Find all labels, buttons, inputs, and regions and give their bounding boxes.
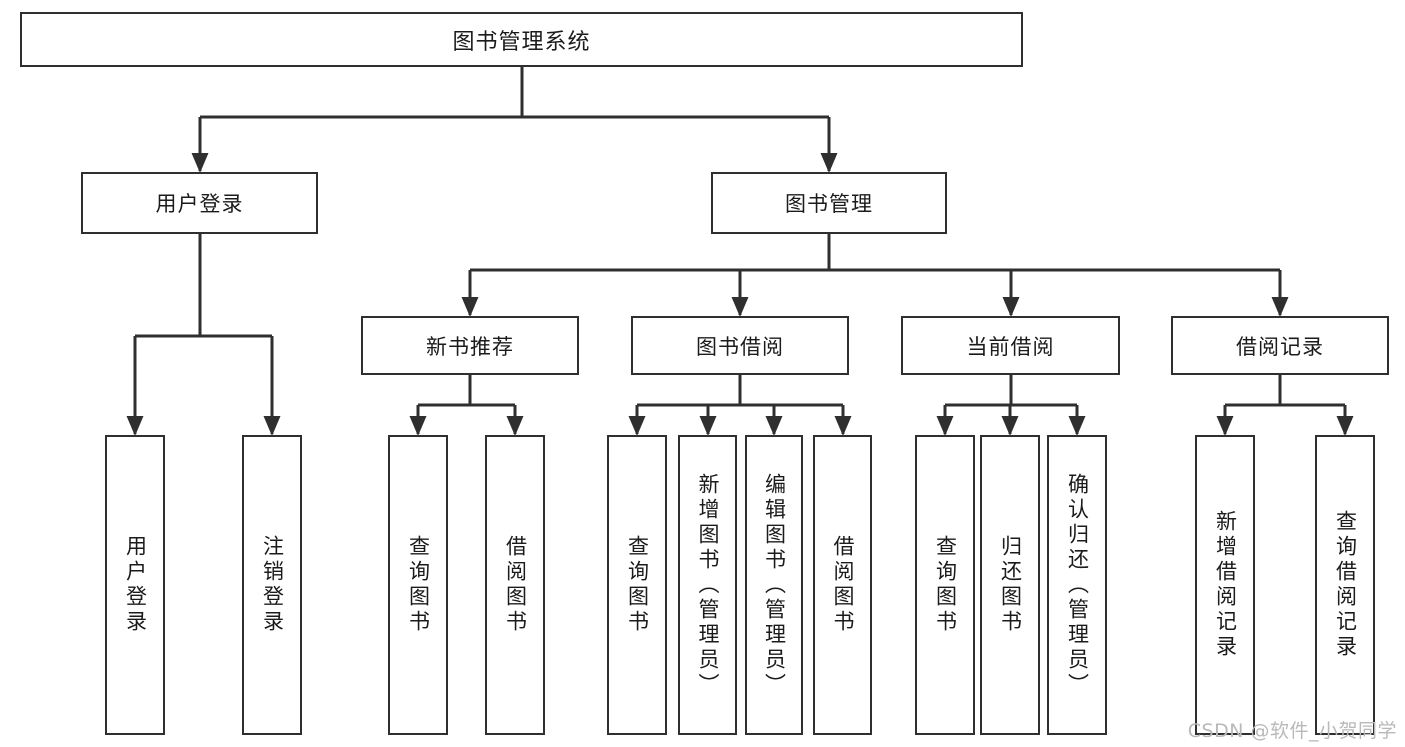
node-records: 借阅记录 bbox=[1171, 316, 1389, 375]
node-nb-borrow: 借阅图书 bbox=[485, 435, 545, 735]
arrow-nb-query bbox=[409, 416, 427, 436]
node-label: 图书管理系统 bbox=[452, 29, 591, 55]
node-login-in: 用户登录 bbox=[105, 435, 165, 735]
arrow-bw-add bbox=[699, 416, 717, 436]
node-root: 图书管理系统 bbox=[20, 12, 1023, 67]
node-cur-return: 归还图书 bbox=[980, 435, 1040, 735]
arrow-login bbox=[191, 153, 209, 173]
node-label: 注销登录 bbox=[260, 535, 285, 635]
node-label: 查询图书 bbox=[406, 535, 431, 635]
node-label: 新增图书（管理员） bbox=[696, 472, 720, 698]
node-label: 图书管理 bbox=[785, 192, 873, 216]
node-label: 借阅图书 bbox=[503, 535, 528, 635]
arrow-login-in bbox=[126, 416, 144, 436]
node-label: 当前借阅 bbox=[966, 334, 1055, 359]
node-nb-query: 查询图书 bbox=[388, 435, 448, 735]
arrow-bw-edit bbox=[765, 416, 783, 436]
node-rec-query: 查询借阅记录 bbox=[1315, 435, 1375, 735]
node-bw-edit: 编辑图书（管理员） bbox=[745, 435, 803, 735]
arrow-rec-add bbox=[1216, 416, 1234, 436]
node-label: 查询图书 bbox=[933, 535, 958, 635]
node-label: 借阅图书 bbox=[831, 535, 855, 635]
node-label: 用户登录 bbox=[123, 535, 148, 635]
node-label: 新书推荐 bbox=[426, 334, 514, 359]
node-label: 确认归还（管理员） bbox=[1065, 472, 1090, 698]
arrow-rec-query bbox=[1336, 416, 1354, 436]
node-rec-add: 新增借阅记录 bbox=[1195, 435, 1255, 735]
node-label: 编辑图书（管理员） bbox=[762, 472, 787, 698]
arrow-bookmgmt bbox=[820, 153, 838, 173]
node-label: 借阅记录 bbox=[1236, 334, 1324, 359]
node-current: 当前借阅 bbox=[901, 316, 1120, 375]
arrow-borrow bbox=[731, 297, 749, 317]
node-label: 查询图书 bbox=[625, 535, 650, 635]
arrow-nb-borrow bbox=[506, 416, 524, 436]
arrow-bw-query bbox=[628, 416, 646, 436]
arrow-login-out bbox=[263, 416, 281, 436]
node-bw-query: 查询图书 bbox=[607, 435, 667, 735]
node-bw-add: 新增图书（管理员） bbox=[678, 435, 737, 735]
node-cur-confirm: 确认归还（管理员） bbox=[1047, 435, 1107, 735]
node-label: 查询借阅记录 bbox=[1333, 510, 1358, 660]
arrow-bw-lend bbox=[834, 416, 852, 436]
node-borrow: 图书借阅 bbox=[631, 316, 849, 375]
node-login-out: 注销登录 bbox=[242, 435, 302, 735]
node-label: 图书借阅 bbox=[696, 334, 784, 359]
node-bw-lend: 借阅图书 bbox=[813, 435, 872, 735]
arrow-current bbox=[1002, 297, 1020, 317]
arrow-newbook bbox=[461, 297, 479, 317]
node-cur-query: 查询图书 bbox=[915, 435, 975, 735]
node-login: 用户登录 bbox=[81, 172, 318, 234]
node-label: 归还图书 bbox=[998, 535, 1023, 635]
node-newbook: 新书推荐 bbox=[361, 316, 579, 375]
node-label: 新增借阅记录 bbox=[1213, 510, 1238, 660]
arrow-cur-return bbox=[1001, 416, 1019, 436]
node-bookmgmt: 图书管理 bbox=[711, 172, 947, 234]
arrow-records bbox=[1271, 297, 1289, 317]
arrow-cur-confirm bbox=[1068, 416, 1086, 436]
arrow-cur-query bbox=[936, 416, 954, 436]
node-label: 用户登录 bbox=[155, 192, 244, 216]
